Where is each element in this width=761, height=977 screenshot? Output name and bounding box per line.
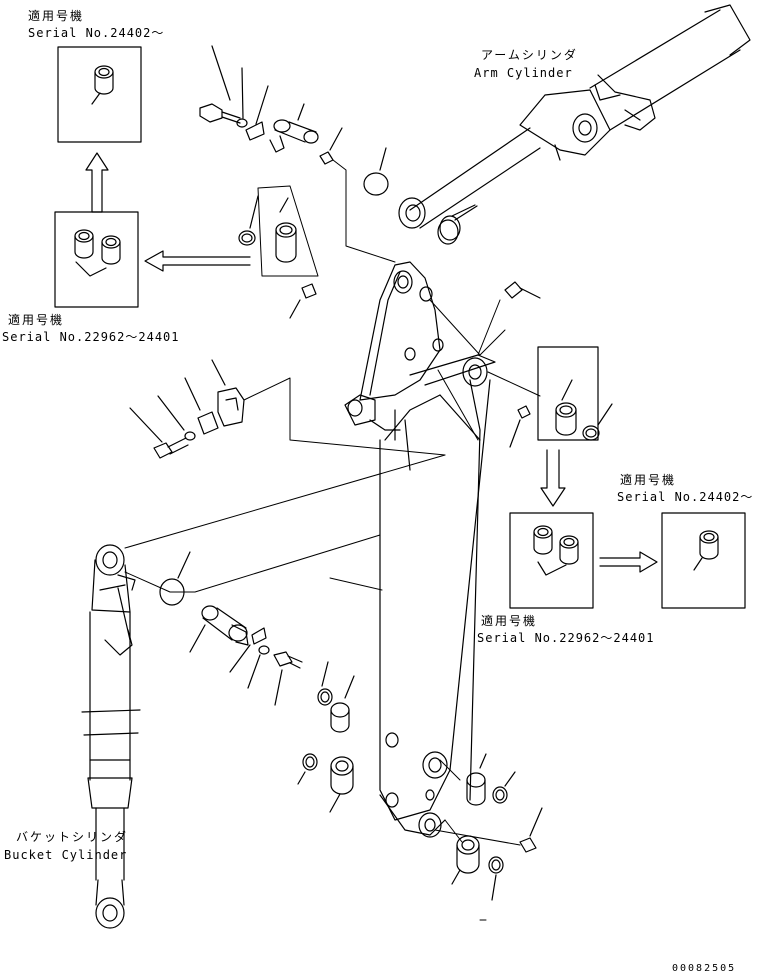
bushing-lower-right-2 [451,835,480,885]
label-right-mid-serial: Serial No.22962〜24401 [477,631,655,645]
label-right-top-serial: Serial No.24402〜 [617,490,754,504]
arrow-down [540,449,566,507]
bushing-right-assembly [537,346,599,441]
plate-small [184,377,219,435]
grease-nipple-lower [519,807,543,853]
grease-nipple-upper [319,127,343,165]
shim-lower [159,551,191,606]
arrow-right [599,551,658,573]
bushing-single [91,65,114,105]
label-top-left-jp: 適用号機 [28,9,85,23]
snap-ring-lower-left-1 [317,661,333,706]
label-arm-cylinder-jp: アームシリンダ [481,48,578,62]
drawing-number: 00082505 [672,963,737,974]
arm-body [344,261,496,838]
leader-arm [329,577,383,591]
label-mid-left-serial: Serial No.22962〜24401 [2,330,180,344]
label-mid-left-jp: 適用号機 [8,313,65,327]
bushing-upper-assembly [257,185,319,277]
bushing-lower-left-1 [330,675,355,733]
label-arm-cylinder-en: Arm Cylinder [474,66,573,80]
washer-upper [236,67,248,128]
stopper-block [211,359,446,456]
grease-nipple-right [509,405,531,448]
washer-lower [247,645,270,689]
label-right-mid-jp: 適用号機 [481,614,538,628]
bucket-cylinder [81,544,141,929]
lock-plate [245,85,269,141]
pin-lower [189,605,249,653]
detail-box-right-top [661,512,746,609]
pin-upper [269,103,319,153]
grease-nipple-left [289,283,317,319]
label-bucket-cylinder-en: Bucket Cylinder [4,848,128,862]
arm-cylinder [398,4,751,241]
bolt-left [129,407,189,459]
snap-ring-lower-left-2 [297,753,318,785]
bushing-pair [74,229,121,277]
shim-upper [363,147,389,196]
arrow-up [85,152,109,213]
snap-ring-lower-right-1 [492,771,516,804]
snap-ring-upper [238,195,259,246]
label-right-top-jp: 適用号機 [620,473,677,487]
label-bucket-cylinder-jp: バケットシリンダ [16,830,129,844]
snap-ring-right [582,403,613,441]
shim-mid [437,205,478,245]
washer-left [157,395,196,441]
snap-ring-lower-right-2 [488,856,504,901]
lock-plate-lower [229,627,267,673]
detail-box-mid-left [54,211,139,308]
detail-box-top-left [57,46,142,143]
bushing-lower-right-1 [466,753,487,806]
label-top-left-serial: Serial No.24402〜 [28,26,165,40]
grease-nipple-bracket [504,281,541,299]
bushing-lower-left-2 [329,756,354,813]
bolt-lower [273,651,303,706]
detail-box-right-mid [509,512,594,609]
arrow-left [144,250,251,272]
bolt-upper [199,45,241,124]
